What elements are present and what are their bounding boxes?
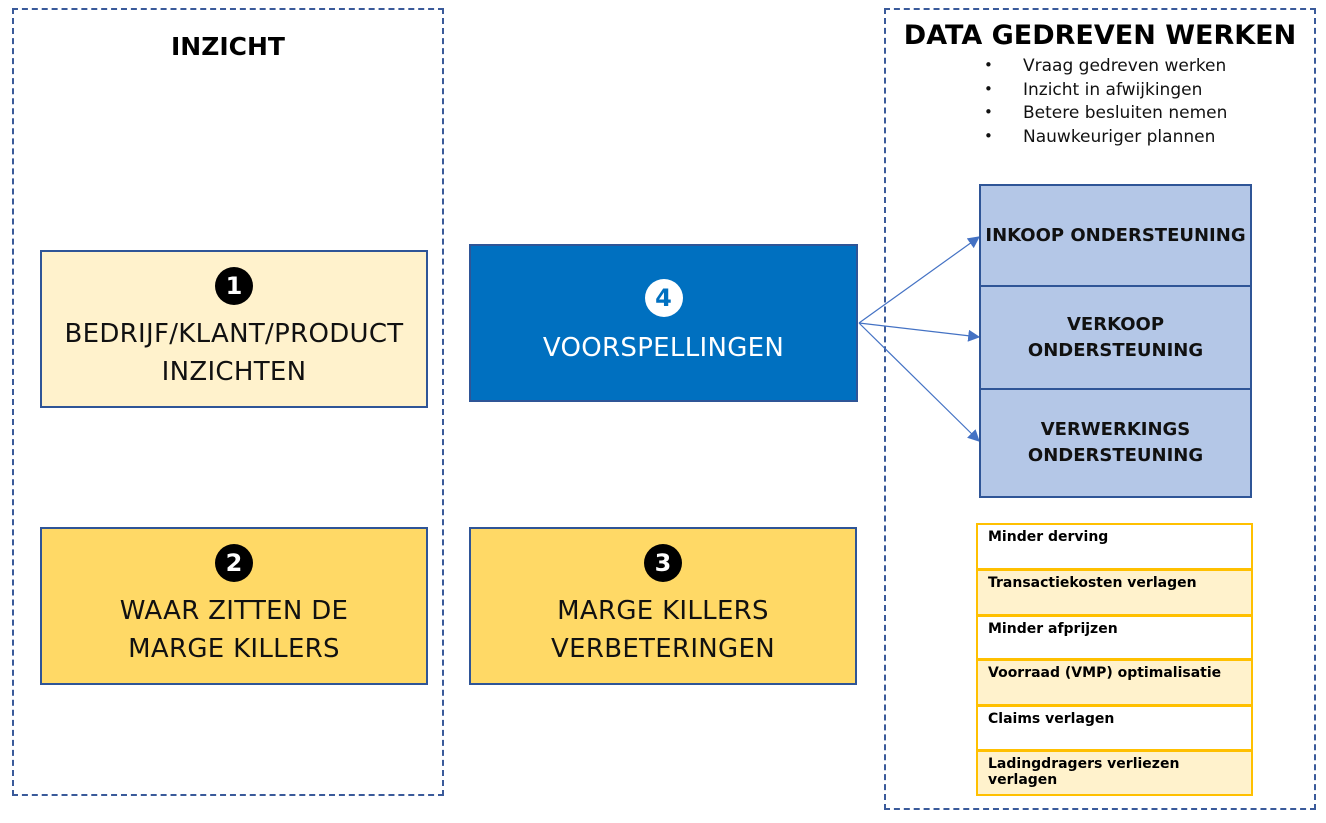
bullet-icon: •	[984, 56, 993, 74]
data-gedreven-title: DATA GEDREVEN WERKEN	[903, 20, 1297, 51]
benefit-item: Voorraad (VMP) optimalisatie	[976, 659, 1253, 706]
number-2-icon: 2	[215, 544, 253, 582]
number-4-icon: 4	[644, 279, 683, 317]
benefit-item: Minder afprijzen	[976, 615, 1253, 660]
benefit-item: Claims verlagen	[976, 705, 1253, 751]
bullet-icon: •	[984, 103, 993, 121]
inzicht-title: INZICHT	[171, 32, 285, 61]
support-inkoop: INKOOP ONDERSTEUNING	[979, 184, 1252, 287]
forecasts-box: 4 VOORSPELLINGEN	[469, 244, 858, 402]
number-3-icon: 3	[644, 544, 682, 582]
goals-list: •Vraag gedreven werken •Inzicht in afwij…	[984, 55, 1228, 149]
improvements-line-1: MARGE KILLERS	[557, 596, 769, 626]
goal-item: •Betere besluiten nemen	[984, 103, 1228, 123]
benefit-item: Ladingdragers verliezen verlagen	[976, 750, 1253, 796]
bullet-icon: •	[984, 126, 993, 145]
benefit-item: Minder derving	[976, 523, 1253, 570]
insights-line-2: INZICHTEN	[161, 357, 307, 387]
margin-killers-line-2: MARGE KILLERS	[128, 634, 340, 664]
margin-killers-box: 2 WAAR ZITTEN DE MARGE KILLERS	[40, 527, 428, 685]
inzicht-panel: INZICHT	[12, 8, 444, 796]
benefit-item: Transactiekosten verlagen	[976, 569, 1253, 616]
improvements-box: 3 MARGE KILLERS VERBETERINGEN	[469, 527, 857, 685]
improvements-line-2: VERBETERINGEN	[551, 634, 775, 664]
support-verkoop: VERKOOP ONDERSTEUNING	[979, 285, 1252, 390]
insights-box: 1 BEDRIJF/KLANT/PRODUCT INZICHTEN	[40, 250, 428, 408]
forecasts-label: VOORSPELLINGEN	[542, 333, 785, 363]
bullet-icon: •	[984, 79, 993, 98]
goal-item: •Vraag gedreven werken	[984, 56, 1227, 76]
number-1-icon: 1	[215, 267, 253, 305]
insights-line-1: BEDRIJF/KLANT/PRODUCT	[64, 319, 404, 349]
support-verwerkings: VERWERKINGS ONDERSTEUNING	[979, 388, 1252, 498]
goal-item: •Inzicht in afwijkingen	[984, 79, 1203, 100]
goal-item: •Nauwkeuriger plannen	[984, 126, 1216, 147]
margin-killers-line-1: WAAR ZITTEN DE	[119, 596, 349, 626]
